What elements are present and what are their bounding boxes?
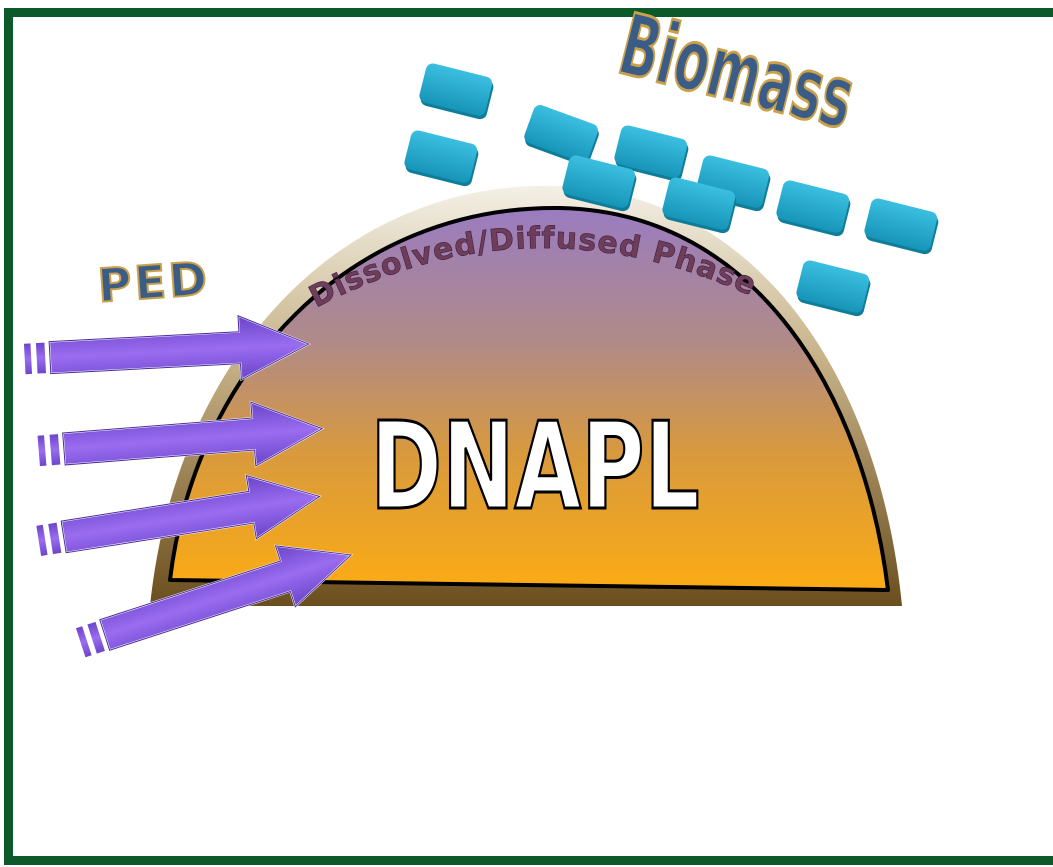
dnapl-label: DNAPL [370,397,699,537]
biomass-block-icon [417,61,496,121]
dnapl-dome [168,205,890,592]
biomass-block-icon [862,196,941,256]
biomass-block-icon [794,258,873,318]
biomass-block-icon [521,103,602,168]
biomass-block-icon [402,128,481,188]
biomass-block-icon [774,178,853,238]
biomass-label: Biomass [610,0,863,149]
ped-label: PED [96,251,212,313]
